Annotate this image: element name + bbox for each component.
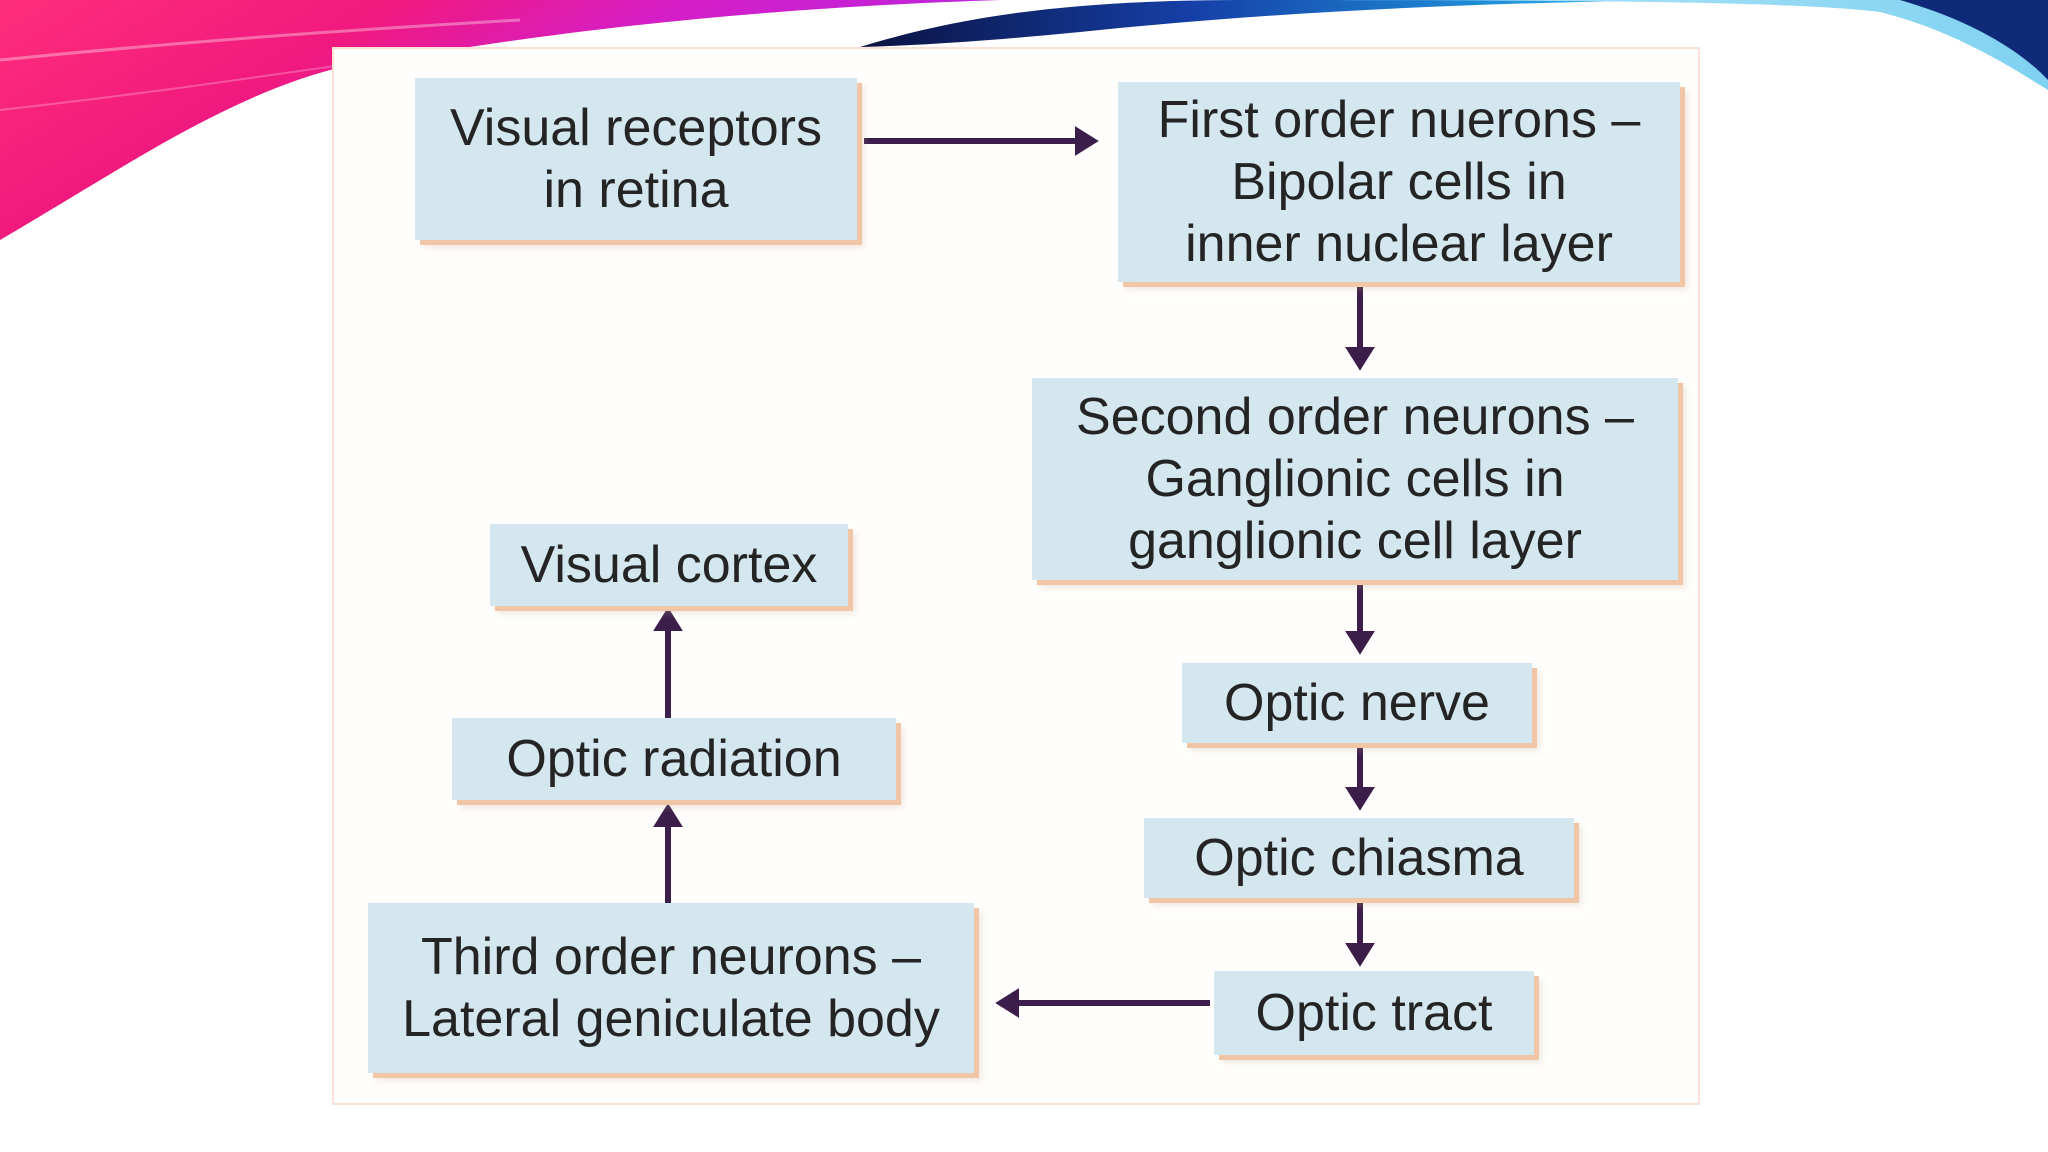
box-third-order-line1: Third order neurons –: [420, 928, 922, 986]
box-first-order-line1: First order nuerons –: [1157, 91, 1641, 149]
box-optic-nerve: Optic nerve: [1182, 663, 1532, 743]
box-second-order-line1: Second order neurons –: [1076, 388, 1634, 446]
box-second-order-line2: Ganglionic cells in: [1145, 450, 1565, 508]
box-second-order-neurons: Second order neurons – Ganglionic cells …: [1032, 378, 1678, 580]
box-visual-cortex: Visual cortex: [490, 524, 848, 606]
box-third-order-neurons: Third order neurons – Lateral geniculate…: [368, 903, 974, 1073]
box-optic-nerve-label: Optic nerve: [1224, 674, 1490, 732]
box-second-order-line3: ganglionic cell layer: [1128, 512, 1582, 570]
box-visual-receptors-line2: in retina: [543, 161, 729, 219]
box-optic-chiasma-label: Optic chiasma: [1194, 829, 1524, 887]
box-optic-radiation: Optic radiation: [452, 718, 896, 800]
box-first-order-line3: inner nuclear layer: [1185, 215, 1613, 273]
box-visual-receptors: Visual receptors in retina: [415, 78, 857, 240]
box-optic-tract-label: Optic tract: [1255, 984, 1493, 1042]
pink-swoosh-shape: [0, 0, 1000, 240]
box-first-order-neurons: First order nuerons – Bipolar cells in i…: [1118, 82, 1680, 282]
dark-blue-corner-shape: [1900, 0, 2048, 80]
box-visual-receptors-line1: Visual receptors: [450, 99, 822, 157]
box-optic-tract: Optic tract: [1214, 971, 1534, 1055]
box-optic-radiation-label: Optic radiation: [506, 730, 842, 788]
box-visual-cortex-label: Visual cortex: [520, 536, 818, 594]
box-optic-chiasma: Optic chiasma: [1144, 818, 1574, 898]
box-third-order-line2: Lateral geniculate body: [402, 990, 940, 1048]
blue-swoosh-shape: [860, 0, 1700, 47]
box-first-order-line2: Bipolar cells in: [1231, 153, 1567, 211]
